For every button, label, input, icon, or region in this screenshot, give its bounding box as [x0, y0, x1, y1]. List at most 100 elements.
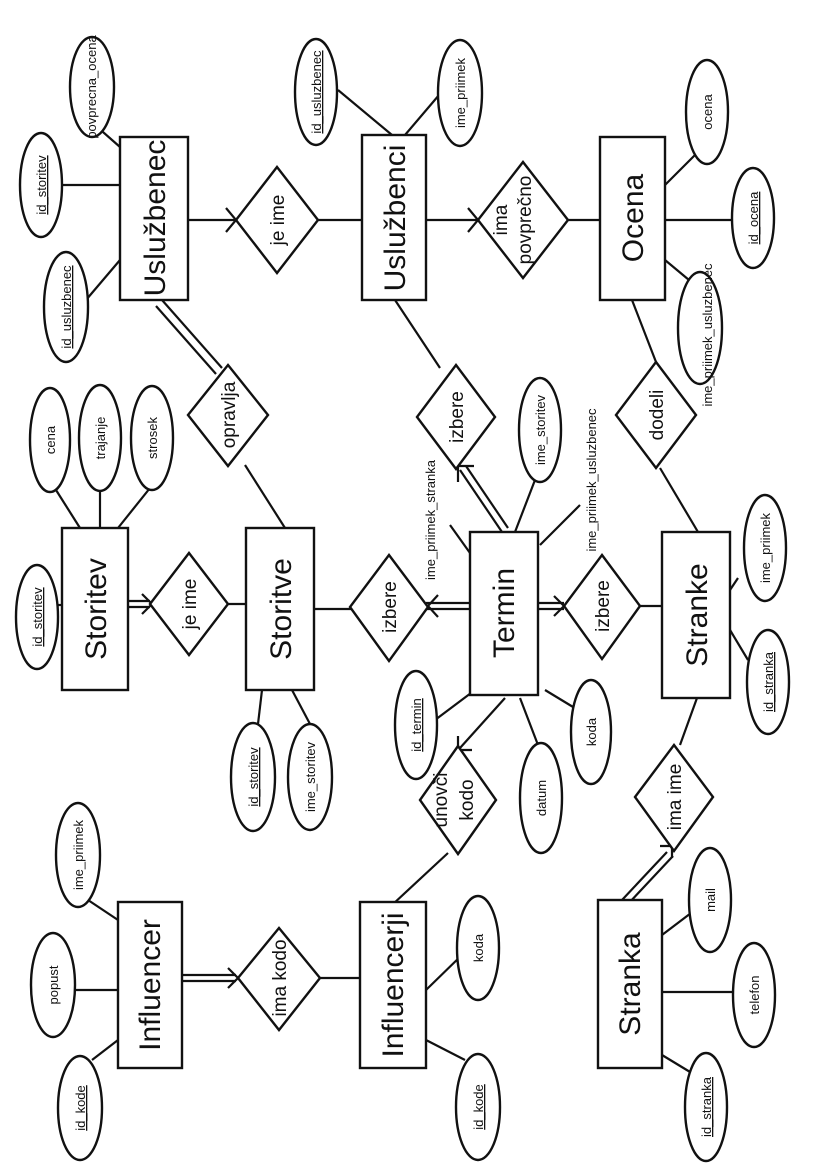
- entity-storitve: Storitve: [244, 526, 316, 692]
- svg-text:id_usluzbenec: id_usluzbenec: [59, 265, 74, 349]
- svg-text:ima: ima: [491, 204, 512, 235]
- entity-usluzbenec-label: Uslužbenec: [139, 140, 172, 297]
- svg-text:kodo: kodo: [457, 779, 478, 820]
- svg-text:ime_priimek_stranka: ime_priimek_stranka: [423, 459, 438, 580]
- attribute-ime-priimek-3: ime_priimek: [54, 801, 102, 909]
- entity-stranke: Stranke: [660, 530, 732, 700]
- svg-text:unovči: unovči: [431, 773, 452, 828]
- attribute-ime-priimek-usluzbenec-1: ime_priimek_usluzbenec: [676, 263, 724, 407]
- svg-text:id_stranka: id_stranka: [699, 1076, 714, 1137]
- attribute-ime-storitev-1: ime_storitev: [286, 722, 334, 832]
- entity-influencer-label: Influencer: [134, 919, 167, 1051]
- svg-text:id_storitev: id_storitev: [34, 155, 49, 215]
- svg-text:ime_storitev: ime_storitev: [303, 741, 318, 812]
- attribute-datum: datum: [518, 741, 564, 855]
- svg-text:je ime: je ime: [268, 195, 289, 247]
- svg-text:id_kode: id_kode: [471, 1084, 486, 1130]
- svg-text:popust: popust: [46, 965, 61, 1004]
- svg-text:ima ime: ima ime: [665, 764, 686, 831]
- attribute-id-usluzbenec-1: id_usluzbenec: [42, 250, 90, 364]
- svg-text:id_usluzbenec: id_usluzbenec: [309, 50, 324, 134]
- relationship-je-ime-2: je ime: [148, 551, 230, 657]
- attribute-ime-priimek-1: ime_priimek: [436, 38, 484, 148]
- entity-influencerji: Influencerji: [358, 900, 428, 1070]
- relationship-ima-ime: ima ime: [633, 743, 715, 854]
- svg-text:id_storitev: id_storitev: [30, 587, 45, 647]
- attribute-telefon: telefon: [731, 941, 777, 1049]
- svg-text:telefon: telefon: [747, 975, 762, 1014]
- svg-text:ime_priimek: ime_priimek: [453, 57, 468, 128]
- svg-text:je ime: je ime: [180, 579, 201, 631]
- attribute-id-storitev-3: id_storitev: [229, 721, 277, 833]
- attribute-koda-1: koda: [569, 678, 613, 786]
- svg-text:koda: koda: [584, 717, 599, 746]
- relationship-ima-povprecno: ima povprečno: [476, 160, 570, 280]
- relationship-izbere-3: izbere: [562, 552, 642, 662]
- relationship-ima-kodo: ima kodo: [236, 926, 322, 1032]
- svg-text:povprecna_ocena: povprecna_ocena: [84, 35, 99, 139]
- svg-text:dodeli: dodeli: [647, 390, 668, 441]
- attribute-strosek: strosek: [129, 384, 175, 492]
- relationship-unovci-kodo: unovči kodo: [418, 743, 498, 857]
- svg-text:mail: mail: [703, 888, 718, 912]
- relationship-dodeli: dodeli: [614, 360, 698, 470]
- entity-stranka-label: Stranka: [614, 932, 647, 1036]
- entity-influencerji-label: Influencerji: [377, 912, 410, 1057]
- svg-text:id_stranka: id_stranka: [761, 651, 776, 712]
- entity-stranka: Stranka: [596, 898, 664, 1070]
- attribute-koda-2: koda: [455, 894, 501, 1002]
- svg-text:ime_priimek: ime_priimek: [758, 512, 773, 583]
- attribute-ime-priimek-usluzbenec-2: ime_priimek_usluzbenec: [584, 408, 599, 552]
- svg-text:ime_storitev: ime_storitev: [533, 394, 548, 465]
- attribute-cena: cena: [28, 386, 72, 494]
- attribute-trajanje: trajanje: [77, 383, 123, 493]
- attribute-ocena: ocena: [684, 58, 730, 166]
- attribute-ime-priimek-2: ime_priimek: [742, 493, 788, 603]
- entity-stranke-label: Stranke: [681, 563, 714, 666]
- svg-text:izbere: izbere: [380, 581, 401, 633]
- attribute-id-termin: id_termin: [393, 669, 439, 781]
- attribute-povprecna-ocena: povprecna_ocena: [68, 35, 116, 139]
- svg-text:ime_priimek_usluzbenec: ime_priimek_usluzbenec: [700, 263, 715, 407]
- attribute-ime-storitev-2: ime_storitev: [517, 376, 563, 484]
- entity-influencer: Influencer: [116, 900, 184, 1070]
- svg-text:datum: datum: [534, 780, 549, 816]
- entity-termin-label: Termin: [488, 568, 521, 658]
- svg-text:cena: cena: [43, 425, 58, 454]
- svg-text:izbere: izbere: [593, 580, 614, 632]
- attribute-id-stranka-2: id_stranka: [683, 1051, 729, 1163]
- svg-text:opravlja: opravlja: [219, 381, 240, 448]
- entity-usluzbenci-label: Uslužbenci: [379, 145, 412, 292]
- entity-storitev: Storitev: [60, 526, 130, 692]
- relationship-izbere-2: izbere: [348, 553, 430, 664]
- entity-usluzbenci: Uslužbenci: [360, 133, 428, 302]
- attribute-id-usluzbenec-2: id_usluzbenec: [293, 37, 339, 147]
- svg-text:id_ocena: id_ocena: [746, 191, 761, 245]
- entity-storitev-label: Storitev: [80, 558, 113, 660]
- attribute-id-stranka-1: id_stranka: [745, 628, 791, 736]
- entity-termin: Termin: [468, 530, 540, 697]
- relationship-izbere-1: izbere: [415, 363, 497, 471]
- svg-text:ima kodo: ima kodo: [270, 939, 291, 1016]
- svg-text:id_storitev: id_storitev: [246, 747, 261, 807]
- attribute-popust: popust: [29, 931, 77, 1039]
- attribute-id-ocena: id_ocena: [730, 166, 776, 270]
- relationship-opravlja: opravlja: [186, 363, 270, 468]
- svg-text:ime_priimek_usluzbenec: ime_priimek_usluzbenec: [584, 408, 599, 552]
- svg-text:id_termin: id_termin: [409, 698, 424, 751]
- svg-text:ocena: ocena: [700, 94, 715, 130]
- attribute-id-storitev-1: id_storitev: [18, 131, 64, 239]
- attribute-id-storitev-2: id_storitev: [14, 563, 60, 671]
- relationship-je-ime-1: je ime: [234, 165, 320, 275]
- attribute-ime-priimek-stranka: ime_priimek_stranka: [423, 459, 438, 580]
- attribute-id-kode-2: id_kode: [454, 1052, 502, 1162]
- entity-ocena: Ocena: [598, 135, 667, 302]
- svg-text:trajanje: trajanje: [93, 417, 108, 460]
- attribute-mail: mail: [687, 846, 733, 954]
- attribute-id-kode-1: id_kode: [56, 1054, 104, 1162]
- entity-usluzbenec: Uslužbenec: [118, 135, 190, 302]
- svg-text:strosek: strosek: [145, 417, 160, 459]
- entity-storitve-label: Storitve: [265, 558, 298, 660]
- entity-ocena-label: Ocena: [617, 173, 650, 262]
